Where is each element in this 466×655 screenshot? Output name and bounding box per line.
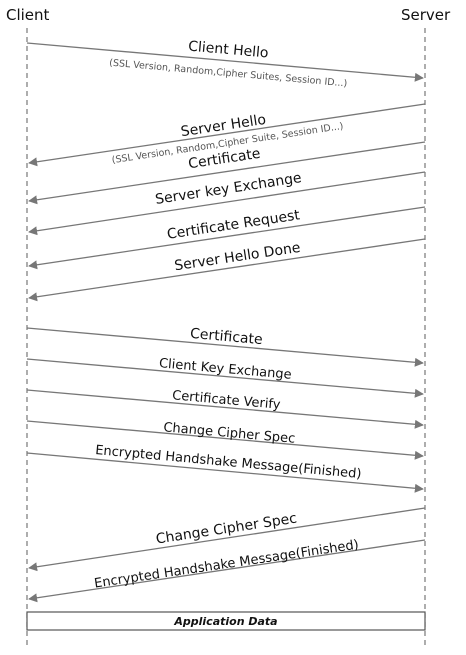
application-data-bar [26, 611, 426, 631]
message-arrow-13 [28, 539, 426, 603]
message-arrow-3 [28, 141, 426, 205]
message-label-9: Certificate Verify [172, 388, 282, 412]
message-arrow-7 [26, 327, 424, 367]
server-participant-label: Server [401, 6, 451, 24]
message-arrow-12 [28, 507, 426, 572]
application-data-label: Application Data [173, 615, 277, 628]
message-label-13: Encrypted Handshake Message(Finished) [93, 538, 359, 592]
message-arrow-11 [26, 452, 424, 493]
message-list: Client Hello(SSL Version, Random,Cipher … [26, 39, 426, 603]
message-label-7: Certificate [189, 326, 263, 348]
message-label-5: Certificate Request [166, 207, 301, 243]
message-arrow-2 [28, 103, 426, 167]
message-detail-1: (SSL Version, Random,Cipher Suites, Sess… [109, 58, 348, 90]
message-label-1: Client Hello [188, 39, 270, 62]
message-arrow-10 [26, 420, 424, 460]
client-participant-label: Client [6, 6, 50, 24]
message-label-12: Change Cipher Spec [155, 511, 298, 548]
message-label-6: Server Hello Done [173, 240, 301, 274]
message-label-10: Change Cipher Spec [163, 420, 296, 447]
message-arrow-6 [28, 238, 426, 302]
message-arrow-8 [26, 358, 424, 398]
message-arrow-9 [26, 389, 424, 429]
message-arrow-1 [26, 42, 424, 82]
message-arrow-5 [28, 206, 426, 270]
message-label-8: Client Key Exchange [158, 356, 292, 383]
message-arrow-4 [28, 171, 426, 236]
